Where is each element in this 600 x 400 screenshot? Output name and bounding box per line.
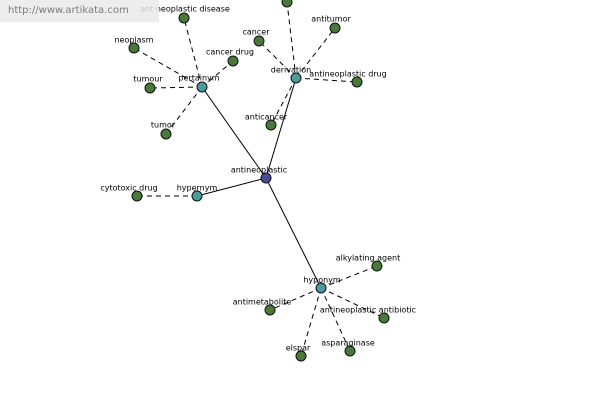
- node-tumour[interactable]: [144, 82, 156, 94]
- node-alkylating-agent-label[interactable]: alkylating agent: [336, 254, 401, 263]
- edge-asparaginase: [320, 287, 351, 352]
- node-cytotoxic-drug-label[interactable]: cytotoxic drug: [100, 184, 157, 193]
- node-neoplasm[interactable]: [128, 42, 140, 54]
- edge-alkylating-agent: [320, 265, 378, 289]
- edge-tumor: [165, 86, 203, 135]
- node-hypernym-label[interactable]: hypernym: [177, 184, 218, 193]
- node-derivation[interactable]: [290, 72, 302, 84]
- edge-neoplasm: [133, 47, 203, 88]
- node-alkylating-agent[interactable]: [371, 260, 383, 272]
- edge-elspar: [300, 287, 322, 357]
- node-antitumor-label[interactable]: antitumor: [311, 15, 351, 24]
- node-cancer-drug-label[interactable]: cancer drug: [206, 48, 254, 57]
- edge-derivation-top: [286, 1, 297, 79]
- node-tumor[interactable]: [160, 128, 172, 140]
- node-elspar[interactable]: [295, 350, 307, 362]
- node-ant-neoplastic-disease-label[interactable]: ant neoplastic disease: [140, 5, 230, 14]
- node-anticancer[interactable]: [265, 119, 277, 131]
- edge-pertainym: [201, 86, 267, 179]
- node-cytotoxic-drug[interactable]: [131, 190, 143, 202]
- node-hypernym[interactable]: [191, 190, 203, 202]
- node-tumor-label[interactable]: tumor: [151, 121, 176, 130]
- node-pertainym[interactable]: [196, 81, 208, 93]
- node-asparaginase[interactable]: [344, 345, 356, 357]
- graph-nodes: ant neoplastic disease neoplasm tumour tumo…: [100, 0, 416, 362]
- node-antitumor[interactable]: [329, 22, 341, 34]
- graph-edges: [133, 1, 385, 357]
- node-antimetabolite[interactable]: [264, 304, 276, 316]
- node-antineoplastic-antibiotic[interactable]: [378, 312, 390, 324]
- node-center-term-label[interactable]: antineoplastic: [231, 166, 287, 175]
- node-tumour-label[interactable]: tumour: [133, 75, 163, 84]
- node-antineoplastic-antibiotic-label[interactable]: antineoplastic antibiotic: [320, 306, 416, 315]
- node-ant-neoplastic-disease[interactable]: [178, 12, 190, 24]
- source-url-watermark: http://www.artikata.com: [0, 0, 159, 22]
- node-cancer[interactable]: [253, 35, 265, 47]
- node-pertainym-label[interactable]: pertainym: [178, 74, 219, 83]
- edge-hypernym: [196, 177, 267, 197]
- node-hyponym-label[interactable]: hyponym: [303, 276, 341, 285]
- node-hyponym[interactable]: [315, 282, 327, 294]
- node-antineoplastic-drug-label[interactable]: antineoplastic drug: [309, 70, 386, 79]
- node-antineoplastic-drug[interactable]: [351, 76, 363, 88]
- edge-derivation: [265, 77, 297, 179]
- node-anticancer-label[interactable]: anticancer: [245, 113, 288, 122]
- node-derivation-label[interactable]: derivation: [271, 66, 311, 75]
- node-neoplasm-label[interactable]: neoplasm: [114, 36, 153, 45]
- edge-cancer-drug: [201, 60, 234, 88]
- node-elspar-label[interactable]: elspar: [286, 344, 311, 353]
- edge-ant-neoplastic-disease: [183, 17, 203, 88]
- edge-antimetabolite: [269, 287, 322, 311]
- edge-hyponym: [265, 177, 322, 289]
- node-derivation-top[interactable]: [281, 0, 293, 8]
- node-cancer-drug[interactable]: [227, 55, 239, 67]
- node-cancer-label[interactable]: cancer: [243, 28, 271, 37]
- node-antimetabolite-label[interactable]: antimetabolite: [233, 298, 292, 307]
- node-asparaginase-label[interactable]: asparaginase: [321, 339, 375, 348]
- edge-antineoplastic-antibiotic: [320, 287, 385, 319]
- edge-tumour: [149, 86, 203, 89]
- node-center-term[interactable]: [260, 172, 272, 184]
- edge-antitumor: [295, 27, 336, 79]
- edge-antineoplastic-drug: [295, 77, 358, 83]
